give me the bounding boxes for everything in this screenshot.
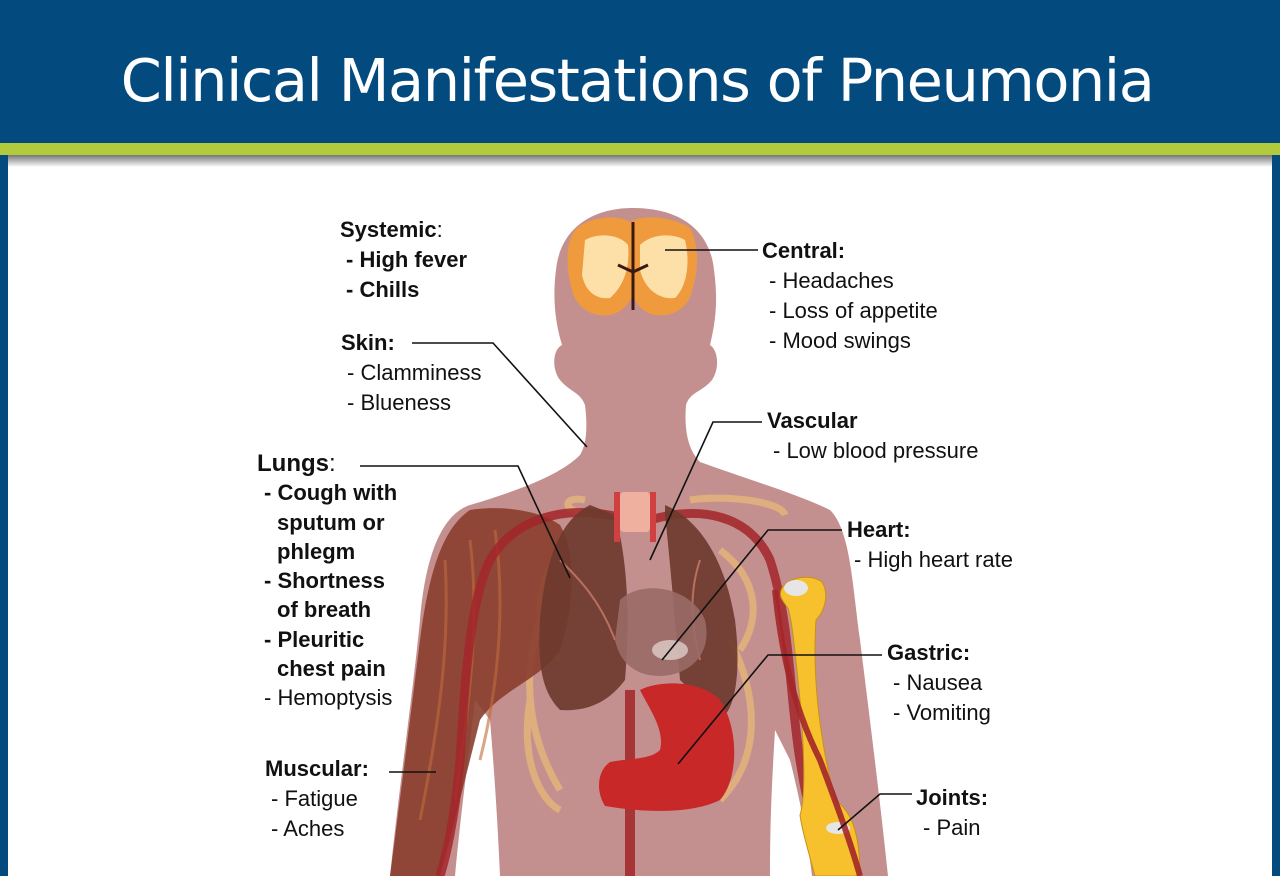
symptom-item: - Mood swings [769, 328, 911, 353]
leader-lungs [360, 465, 571, 579]
label-heart: Heart: - High heart rate [847, 515, 1013, 575]
label-gastric: Gastric: - Nausea - Vomiting [887, 638, 991, 728]
header-shadow [8, 155, 1272, 167]
body-silhouette [390, 208, 888, 876]
label-central: Central: - Headaches - Loss of appetite … [762, 236, 938, 356]
label-lungs: Lungs: - Cough with sputum or phlegm - S… [257, 449, 397, 713]
symptom-item: - Vomiting [893, 700, 991, 725]
symptom-item: - Nausea [893, 670, 983, 695]
symptom-item: phlegm [277, 538, 356, 564]
leader-gastric [677, 654, 882, 765]
symptom-item: - Aches [271, 816, 345, 841]
leader-heart [661, 529, 842, 661]
page-title: Clinical Manifestations of Pneumonia [120, 46, 1155, 115]
symptom-item: - Shortness [264, 568, 386, 594]
label-muscular: Muscular: - Fatigue - Aches [265, 754, 369, 844]
leader-vascular [649, 421, 762, 561]
header-banner: Clinical Manifestations of Pneumonia [0, 0, 1280, 143]
leader-skin [412, 342, 588, 448]
arm-bone [772, 576, 863, 876]
left-border [0, 155, 8, 876]
label-joints-title: Joints: [916, 785, 989, 810]
label-vascular-title: Vascular [767, 408, 858, 433]
label-systemic-title: Systemic: [340, 217, 443, 242]
label-muscular-title: Muscular: [265, 756, 369, 781]
symptom-item: - Headaches [769, 268, 894, 293]
label-central-title: Central: [762, 238, 846, 263]
brain [567, 217, 697, 316]
symptom-item: - Loss of appetite [769, 298, 938, 323]
symptom-item: of breath [277, 597, 372, 623]
trachea [614, 492, 656, 542]
label-vascular: Vascular - Low blood pressure [767, 406, 978, 466]
symptom-item: - Hemoptysis [264, 685, 393, 711]
symptom-item: - High heart rate [854, 547, 1013, 572]
symptom-item: - Chills [346, 277, 420, 302]
stomach [598, 683, 735, 811]
symptom-item: - Fatigue [271, 786, 358, 811]
symptom-item: - Clamminess [347, 360, 482, 385]
symptom-item: - Low blood pressure [773, 438, 979, 463]
label-skin-title: Skin: [341, 330, 395, 355]
symptom-item: - Pleuritic [264, 626, 365, 652]
symptom-item: sputum or [277, 509, 385, 535]
leader-lines [360, 249, 912, 831]
label-skin: Skin: - Clamminess - Blueness [341, 328, 481, 418]
symptom-item: - High fever [346, 247, 468, 272]
right-border [1272, 155, 1280, 876]
label-systemic: Systemic: - High fever - Chills [340, 215, 467, 305]
symptom-item: - Pain [923, 815, 981, 840]
label-gastric-title: Gastric: [887, 640, 971, 665]
symptom-item: - Cough with [264, 480, 398, 506]
label-lungs-title: Lungs: [257, 450, 336, 477]
accent-bar [0, 143, 1280, 155]
lungs [539, 505, 738, 715]
symptom-item: chest pain [277, 656, 386, 682]
symptom-item: - Blueness [347, 390, 451, 415]
label-heart-title: Heart: [847, 517, 911, 542]
label-joints: Joints: - Pain [916, 783, 988, 843]
leader-joints [837, 793, 912, 831]
